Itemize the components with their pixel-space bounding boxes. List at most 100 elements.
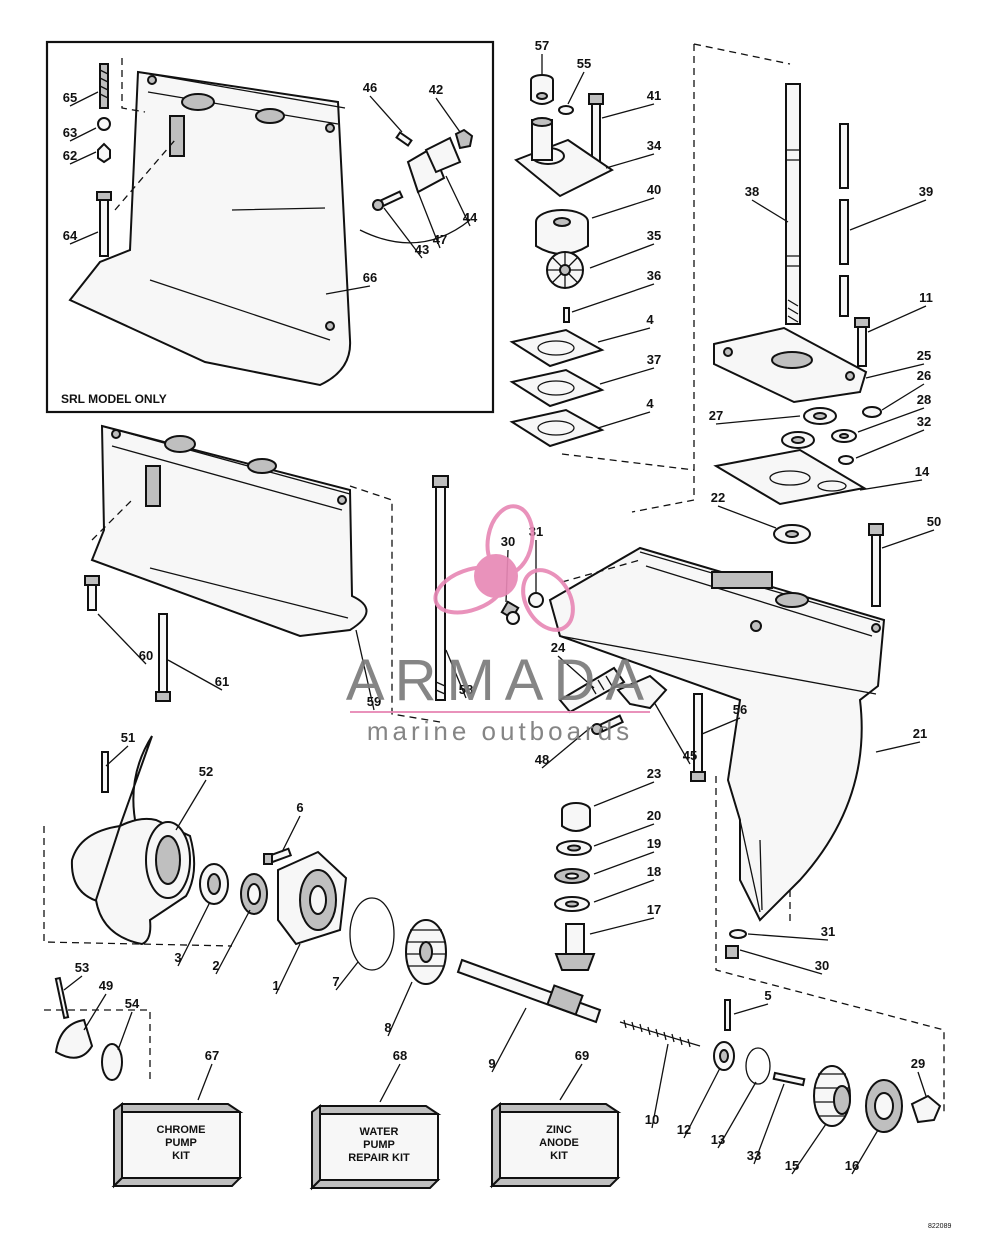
leader-line-42 — [435, 97, 461, 133]
callout-19: 19 — [647, 836, 661, 851]
leader-line-10 — [651, 1043, 669, 1129]
leader-line-68 — [379, 1063, 401, 1103]
kit-67-label-line: CHROME — [157, 1124, 206, 1136]
callout-69: 69 — [575, 1048, 589, 1063]
callout-18: 18 — [647, 864, 661, 879]
callout-49: 49 — [99, 978, 113, 993]
leader-line-44 — [445, 175, 471, 227]
grommet-57 — [530, 74, 554, 105]
leader-line-66 — [325, 285, 371, 295]
callout-15: 15 — [785, 1158, 799, 1173]
kit-69-label-line: ANODE — [539, 1137, 579, 1149]
callout-53: 53 — [75, 960, 89, 975]
stud-56 — [690, 693, 706, 782]
leader-line-67 — [197, 1063, 213, 1101]
leader-line-39 — [849, 199, 927, 231]
leader-line-45 — [653, 701, 691, 765]
leader-line-43 — [383, 207, 423, 259]
callout-38: 38 — [745, 184, 759, 199]
armada-watermark: ARMADA marine outboards — [346, 504, 650, 746]
washer-54 — [101, 1043, 123, 1081]
leader-line-6 — [281, 815, 301, 853]
callout-17: 17 — [647, 902, 661, 917]
leader-line-25 — [865, 363, 925, 379]
callout-56: 56 — [733, 702, 747, 717]
cradle-47 — [616, 674, 668, 710]
leader-line-51 — [105, 745, 129, 767]
callout-65: 65 — [63, 90, 77, 105]
kit-box-67 — [111, 1102, 244, 1189]
bearing-23 — [561, 802, 591, 832]
gearcase-21 — [548, 546, 886, 922]
leader-line-38 — [751, 199, 789, 223]
seal-31-upper — [528, 592, 544, 608]
driveshaft-38 — [785, 83, 801, 325]
shim-44 — [424, 136, 462, 174]
leader-line-14 — [859, 479, 923, 491]
leader-line-37 — [599, 367, 655, 385]
callout-40: 40 — [647, 182, 661, 197]
spring-10 — [619, 1019, 701, 1048]
forward-gear-15 — [813, 1065, 851, 1127]
stud-65 — [99, 63, 109, 109]
leader-line-46 — [369, 95, 403, 133]
ring-32 — [838, 455, 854, 465]
seal-26 — [862, 406, 882, 418]
callout-37: 37 — [647, 352, 661, 367]
callout-30: 30 — [815, 958, 829, 973]
leader-line-48 — [541, 727, 591, 769]
callout-46: 46 — [363, 80, 377, 95]
leader-line-22 — [717, 505, 777, 529]
screw-30-upper — [500, 600, 520, 625]
callout-21: 21 — [913, 726, 927, 741]
callout-11: 11 — [919, 290, 933, 305]
callout-47: 47 — [433, 232, 447, 247]
callout-52: 52 — [199, 764, 213, 779]
callout-23: 23 — [647, 766, 661, 781]
callout-29: 29 — [911, 1056, 925, 1071]
callout-10: 10 — [645, 1112, 659, 1127]
screw-11 — [854, 317, 870, 367]
callout-22: 22 — [711, 490, 725, 505]
leader-line-59 — [355, 629, 375, 711]
leader-line-7 — [335, 961, 359, 991]
callout-64: 64 — [63, 228, 78, 243]
impeller-35 — [546, 251, 584, 289]
callout-9: 9 — [488, 1056, 495, 1071]
leader-line-18 — [593, 879, 655, 903]
callout-28: 28 — [917, 392, 931, 407]
kit-67-label-line: PUMP — [165, 1137, 197, 1149]
kit-box-68 — [309, 1104, 442, 1191]
retainer-29 — [910, 1094, 942, 1124]
propeller-52 — [70, 735, 196, 946]
callout-63: 63 — [63, 125, 77, 140]
figure-code: 822089 — [928, 1223, 951, 1230]
leader-line-26 — [881, 383, 925, 411]
bearing-19 — [554, 868, 590, 884]
nut-62 — [97, 142, 111, 164]
gasket-4-lower — [509, 408, 605, 448]
leader-line-41 — [601, 103, 655, 119]
leader-line-31 — [747, 933, 829, 941]
callout-51: 51 — [121, 730, 135, 745]
bearings-27 — [781, 407, 837, 449]
callout-16: 16 — [845, 1158, 859, 1173]
seal-31-lower — [729, 929, 747, 939]
leader-line-56 — [701, 717, 741, 735]
exhaust-housing-srl — [68, 70, 352, 387]
screw-64 — [96, 191, 112, 257]
gasket-14 — [713, 448, 867, 506]
leader-line-24 — [557, 655, 595, 689]
screw-60 — [84, 575, 100, 611]
callout-66: 66 — [363, 270, 377, 285]
callout-59: 59 — [367, 694, 381, 709]
leader-line-19 — [593, 851, 655, 875]
leader-line-17 — [589, 917, 655, 935]
callout-2: 2 — [212, 958, 219, 973]
watermark-tagline: marine outboards — [367, 716, 633, 746]
callout-25: 25 — [917, 348, 931, 363]
leader-line-4 — [597, 411, 651, 429]
callout-41: 41 — [647, 88, 661, 103]
